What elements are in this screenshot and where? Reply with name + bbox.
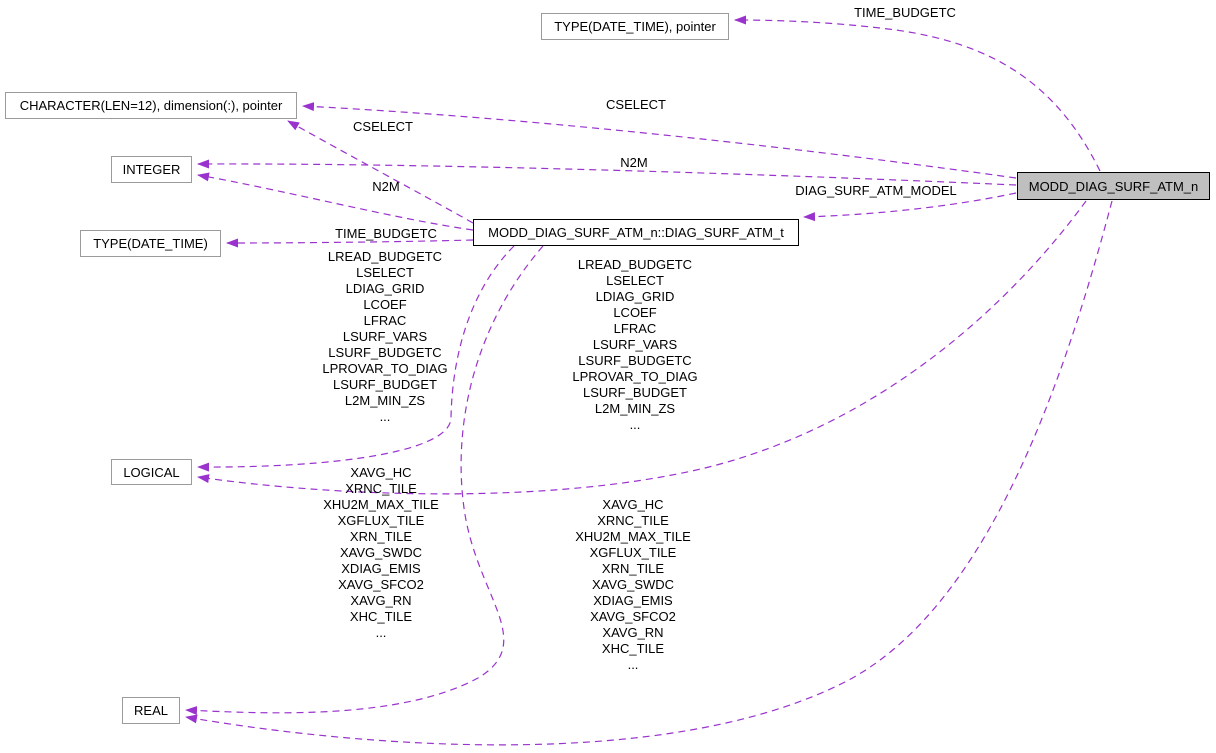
member-line: LREAD_BUDGETC: [327, 249, 443, 264]
edge-type-to-character: [287, 120, 474, 224]
member-line: LSURF_BUDGETC: [578, 353, 692, 368]
edge-module-to-real: [185, 200, 1113, 746]
member-line: XHC_TILE: [601, 641, 665, 656]
member-line: XAVG_SWDC: [591, 577, 675, 592]
member-line: LDIAG_GRID: [345, 281, 425, 296]
member-line: XAVG_HC: [602, 497, 664, 512]
member-line: XAVG_SWDC: [339, 545, 423, 560]
node-type-date-time-pointer: TYPE(DATE_TIME), pointer: [541, 13, 729, 40]
member-line: XAVG_RN: [350, 593, 412, 608]
member-line: L2M_MIN_ZS: [344, 393, 426, 408]
edge-module-to-logical: [197, 200, 1087, 495]
edge-label-cselect-left: CSELECT: [353, 119, 413, 134]
node-real: REAL: [122, 697, 180, 724]
member-line: XHU2M_MAX_TILE: [575, 529, 691, 544]
member-line: LPROVAR_TO_DIAG: [572, 369, 698, 384]
member-line: LCOEF: [363, 297, 407, 312]
node-integer: INTEGER: [111, 156, 192, 183]
edge-label-n2m-right: N2M: [620, 155, 648, 170]
edge-label-n2m-left: N2M: [372, 179, 400, 194]
edge-type-to-logical: [197, 245, 515, 472]
member-line: LCOEF: [613, 305, 657, 320]
edge-module-to-diag-surf-atm-t: [803, 192, 1017, 222]
member-line: LSURF_VARS: [592, 337, 678, 352]
member-line: LSELECT: [356, 265, 414, 280]
member-line: ...: [627, 657, 639, 672]
edge-label-time-budgetc-top: TIME_BUDGETC: [854, 5, 956, 20]
member-line: LDIAG_GRID: [595, 289, 675, 304]
node-modd-diag-surf-atm-n[interactable]: MODD_DIAG_SURF_ATM_n: [1017, 172, 1210, 200]
member-line: XRNC_TILE: [597, 513, 669, 528]
member-line: XRN_TILE: [349, 529, 413, 544]
member-line: LSURF_BUDGET: [332, 377, 438, 392]
edge-module-to-character: [302, 102, 1017, 179]
edge-module-to-type-date-time-pointer: [734, 15, 1101, 172]
member-line: XRN_TILE: [601, 561, 665, 576]
node-character-len12: CHARACTER(LEN=12), dimension(:), pointer: [5, 92, 297, 119]
member-line: XHC_TILE: [349, 609, 413, 624]
member-line: L2M_MIN_ZS: [594, 401, 676, 416]
edge-type-to-type-date-time: [226, 238, 474, 248]
member-line: LFRAC: [363, 313, 407, 328]
member-line: ...: [629, 417, 641, 432]
edge-module-to-integer: [197, 159, 1017, 186]
member-line: XAVG_HC: [350, 465, 412, 480]
member-line: XDIAG_EMIS: [341, 561, 421, 576]
member-line: LFRAC: [613, 321, 657, 336]
member-line: ...: [375, 625, 387, 640]
node-diag-surf-atm-t[interactable]: MODD_DIAG_SURF_ATM_n::DIAG_SURF_ATM_t: [473, 219, 799, 246]
member-line: XAVG_SFCO2: [338, 577, 424, 592]
member-line: XAVG_RN: [602, 625, 664, 640]
edge-type-to-integer: [197, 172, 474, 231]
node-type-date-time: TYPE(DATE_TIME): [80, 230, 221, 257]
edge-label-diag-surf-atm-model: DIAG_SURF_ATM_MODEL: [795, 183, 957, 198]
edge-label-time-budgetc-left: TIME_BUDGETC: [335, 226, 437, 241]
node-logical: LOGICAL: [111, 459, 192, 485]
member-line: XGFLUX_TILE: [589, 545, 677, 560]
member-line: XGFLUX_TILE: [337, 513, 425, 528]
member-line: XDIAG_EMIS: [593, 593, 673, 608]
member-line: LSURF_VARS: [342, 329, 428, 344]
member-line: XAVG_SFCO2: [590, 609, 676, 624]
member-line: LREAD_BUDGETC: [577, 257, 693, 272]
member-line: XHU2M_MAX_TILE: [323, 497, 439, 512]
member-line: XRNC_TILE: [345, 481, 417, 496]
member-line: LPROVAR_TO_DIAG: [322, 361, 448, 376]
edge-label-cselect-right: CSELECT: [606, 97, 666, 112]
member-line: LSELECT: [606, 273, 664, 288]
member-line: LSURF_BUDGET: [582, 385, 688, 400]
member-line: LSURF_BUDGETC: [328, 345, 442, 360]
member-line: ...: [379, 409, 391, 424]
